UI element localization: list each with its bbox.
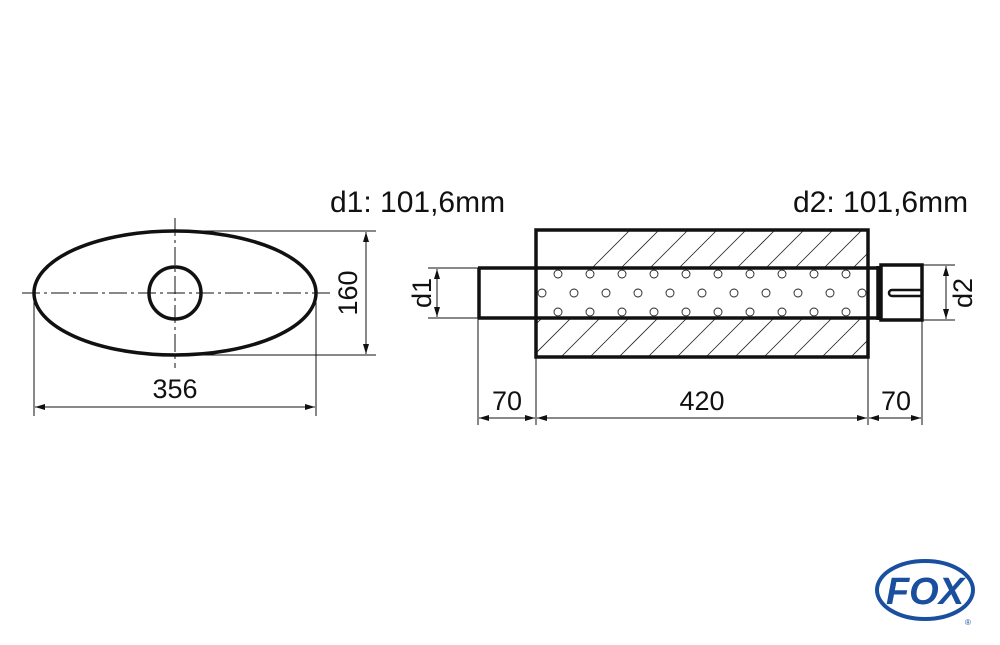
perforation-hole bbox=[697, 288, 707, 298]
muffler-body bbox=[534, 228, 870, 359]
perforation-hole bbox=[601, 288, 611, 298]
perforation-hole bbox=[857, 288, 867, 298]
insulation-hatch-top bbox=[591, 231, 867, 268]
hatch-line bbox=[794, 231, 833, 268]
perforation-hole bbox=[633, 288, 643, 298]
perforation-hole bbox=[585, 307, 595, 317]
hatch-line bbox=[590, 318, 630, 356]
perforation-hole bbox=[745, 269, 755, 279]
hatch-line bbox=[793, 318, 833, 356]
hatch-line bbox=[677, 318, 717, 356]
perforation-hole bbox=[761, 288, 771, 298]
hatch-line bbox=[591, 231, 630, 268]
perforation-hole bbox=[825, 288, 835, 298]
perforation-hole bbox=[585, 269, 595, 279]
dimension-d2: d2 bbox=[948, 278, 978, 308]
perforation-hole bbox=[713, 269, 723, 279]
hatch-line bbox=[764, 318, 804, 356]
perforation-hole bbox=[649, 307, 659, 317]
perforation-hole bbox=[665, 288, 675, 298]
hatch-line bbox=[619, 318, 659, 356]
hatch-line bbox=[561, 318, 601, 356]
perforation-hole bbox=[569, 288, 579, 298]
hatch-line bbox=[649, 231, 688, 268]
perforation-hole bbox=[649, 269, 659, 279]
label-d2: d2: 101,6mm bbox=[793, 186, 968, 219]
perforation-hole bbox=[617, 307, 627, 317]
dimension-d1: d1 bbox=[407, 278, 437, 308]
outlet-slot bbox=[887, 288, 921, 298]
perforation-hole bbox=[777, 307, 787, 317]
hatch-line bbox=[736, 231, 775, 268]
perforation-hole bbox=[841, 269, 851, 279]
perforation-hole bbox=[537, 288, 547, 298]
hatch-line bbox=[707, 231, 746, 268]
dimension-oval-width: 356 bbox=[152, 374, 197, 404]
insulation-hatch-bottom bbox=[537, 318, 867, 356]
perforation-hole bbox=[713, 307, 723, 317]
perforation-hole bbox=[793, 288, 803, 298]
hatch-line bbox=[678, 231, 717, 268]
oval-cross-section: 160 356 bbox=[22, 218, 376, 416]
logo-ellipse bbox=[875, 559, 975, 621]
hatch-line bbox=[706, 318, 746, 356]
fox-logo: FOX ® bbox=[875, 559, 975, 627]
hatch-line bbox=[735, 318, 775, 356]
dimension-oval-height: 160 bbox=[333, 270, 363, 315]
outlet-sleeve bbox=[879, 263, 924, 322]
perforation-hole bbox=[777, 269, 787, 279]
hatch-line bbox=[648, 318, 688, 356]
perforation-hole bbox=[553, 307, 563, 317]
dimension-inlet-length: 70 bbox=[492, 386, 522, 416]
perforation-hole bbox=[553, 269, 563, 279]
logo-text: FOX bbox=[886, 571, 967, 613]
perforation-hole bbox=[617, 269, 627, 279]
perforation-hole bbox=[841, 307, 851, 317]
hatch-line bbox=[823, 231, 862, 268]
perforation-hole bbox=[729, 288, 739, 298]
label-d1: d1: 101,6mm bbox=[330, 186, 505, 219]
perforation-hole bbox=[809, 269, 819, 279]
perforation-holes bbox=[537, 269, 867, 317]
dimension-body-length: 420 bbox=[679, 386, 724, 416]
dimension-outlet-length: 70 bbox=[881, 386, 911, 416]
perforation-hole bbox=[809, 307, 819, 317]
hatch-line bbox=[620, 231, 659, 268]
hatch-line bbox=[765, 231, 804, 268]
perforation-hole bbox=[681, 269, 691, 279]
hatch-line bbox=[537, 318, 572, 353]
perforation-hole bbox=[745, 307, 755, 317]
perforation-hole bbox=[681, 307, 691, 317]
hatch-line bbox=[822, 318, 862, 356]
logo-registered: ® bbox=[965, 618, 971, 627]
muffler-side-view: d1: 101,6mm d2: 101,6mm d1 d2 70 420 70 bbox=[330, 186, 978, 425]
